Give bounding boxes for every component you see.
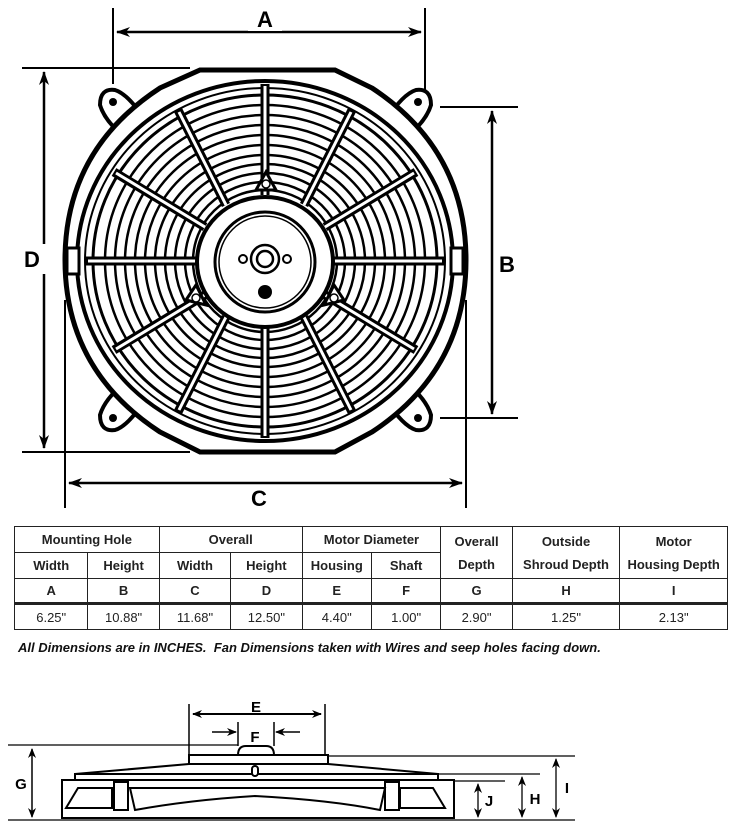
reference-lines [8,744,575,821]
header-overall-depth-line2: Depth [458,556,495,572]
header-mounting-hole: Mounting Hole [14,526,160,553]
subheader-housing: Housing [301,552,372,579]
dimension-j: J [474,783,493,818]
letter-cell: H [511,578,621,605]
motor-hub [195,195,335,329]
header-overall: Overall [158,526,303,553]
table-group-header-row: Mounting Hole Overall Motor Diameter Ove… [14,526,728,579]
value-cell: 11.68" [158,603,232,630]
dimension-e: E [188,699,326,754]
value-cell: 10.88" [87,603,160,630]
header-outside-shroud-line2: Shroud Depth [523,556,609,572]
label-b: B [499,252,515,277]
letter-cell: I [619,578,728,605]
fan-profile [61,745,455,819]
dimensions-table: Mounting Hole Overall Motor Diameter Ove… [13,526,728,630]
value-cell: 2.90" [440,603,513,630]
subheader-width: Width [158,552,232,579]
letter-cell: C [158,578,232,605]
header-motor-diameter: Motor Diameter [301,526,442,553]
header-overall-depth-line1: Overall [454,533,499,549]
header-outside-shroud-depth: Outside Shroud Depth [511,526,621,579]
letter-cell: D [230,578,303,605]
table-letter-row: A B C D E F G H I [13,578,728,605]
subheader-height: Height [230,552,303,579]
label-h: H [530,791,541,808]
subheader-height: Height [87,552,160,579]
header-motor-housing-line2: Housing Depth [627,556,720,572]
label-f: F [250,729,259,746]
label-i: I [565,780,569,797]
dimensions-note: All Dimensions are in INCHES. Fan Dimens… [18,640,601,655]
letter-cell: F [370,578,442,605]
dimension-b: B [440,106,518,419]
table-value-row: 6.25" 10.88" 11.68" 12.50" 4.40" 1.00" 2… [13,603,728,630]
label-e: E [251,699,261,716]
value-cell: 2.13" [619,603,728,630]
header-outside-shroud-line1: Outside [541,533,591,549]
letter-cell: B [87,578,160,605]
dimension-f: F [212,722,300,746]
letter-cell: G [440,578,513,605]
value-cell: 12.50" [230,603,303,630]
letter-cell: A [13,578,89,605]
value-cell: 4.40" [301,603,372,630]
dimension-g: G [15,748,36,818]
header-motor-housing-line1: Motor [655,533,692,549]
hub-screws [183,168,347,308]
subheader-width: Width [13,552,89,579]
label-j: J [485,793,493,810]
label-d: D [24,247,40,272]
value-cell: 1.25" [511,603,621,630]
dimension-h: H [518,776,541,818]
label-a: A [257,7,273,32]
header-overall-depth: Overall Depth [440,526,513,579]
fan-side-view: E F G J [8,699,575,821]
value-cell: 1.00" [370,603,442,630]
label-g: G [15,776,27,793]
dimension-i: I [552,758,569,818]
value-cell: 6.25" [13,603,89,630]
fan-front-view: A D B C [20,5,518,511]
header-motor-housing-depth: Motor Housing Depth [619,526,728,579]
dimension-c: C [64,300,467,511]
label-c: C [251,486,267,511]
subheader-shaft: Shaft [370,552,442,579]
dimension-d: D [20,67,190,453]
letter-cell: E [301,578,372,605]
dimension-a: A [112,5,426,92]
